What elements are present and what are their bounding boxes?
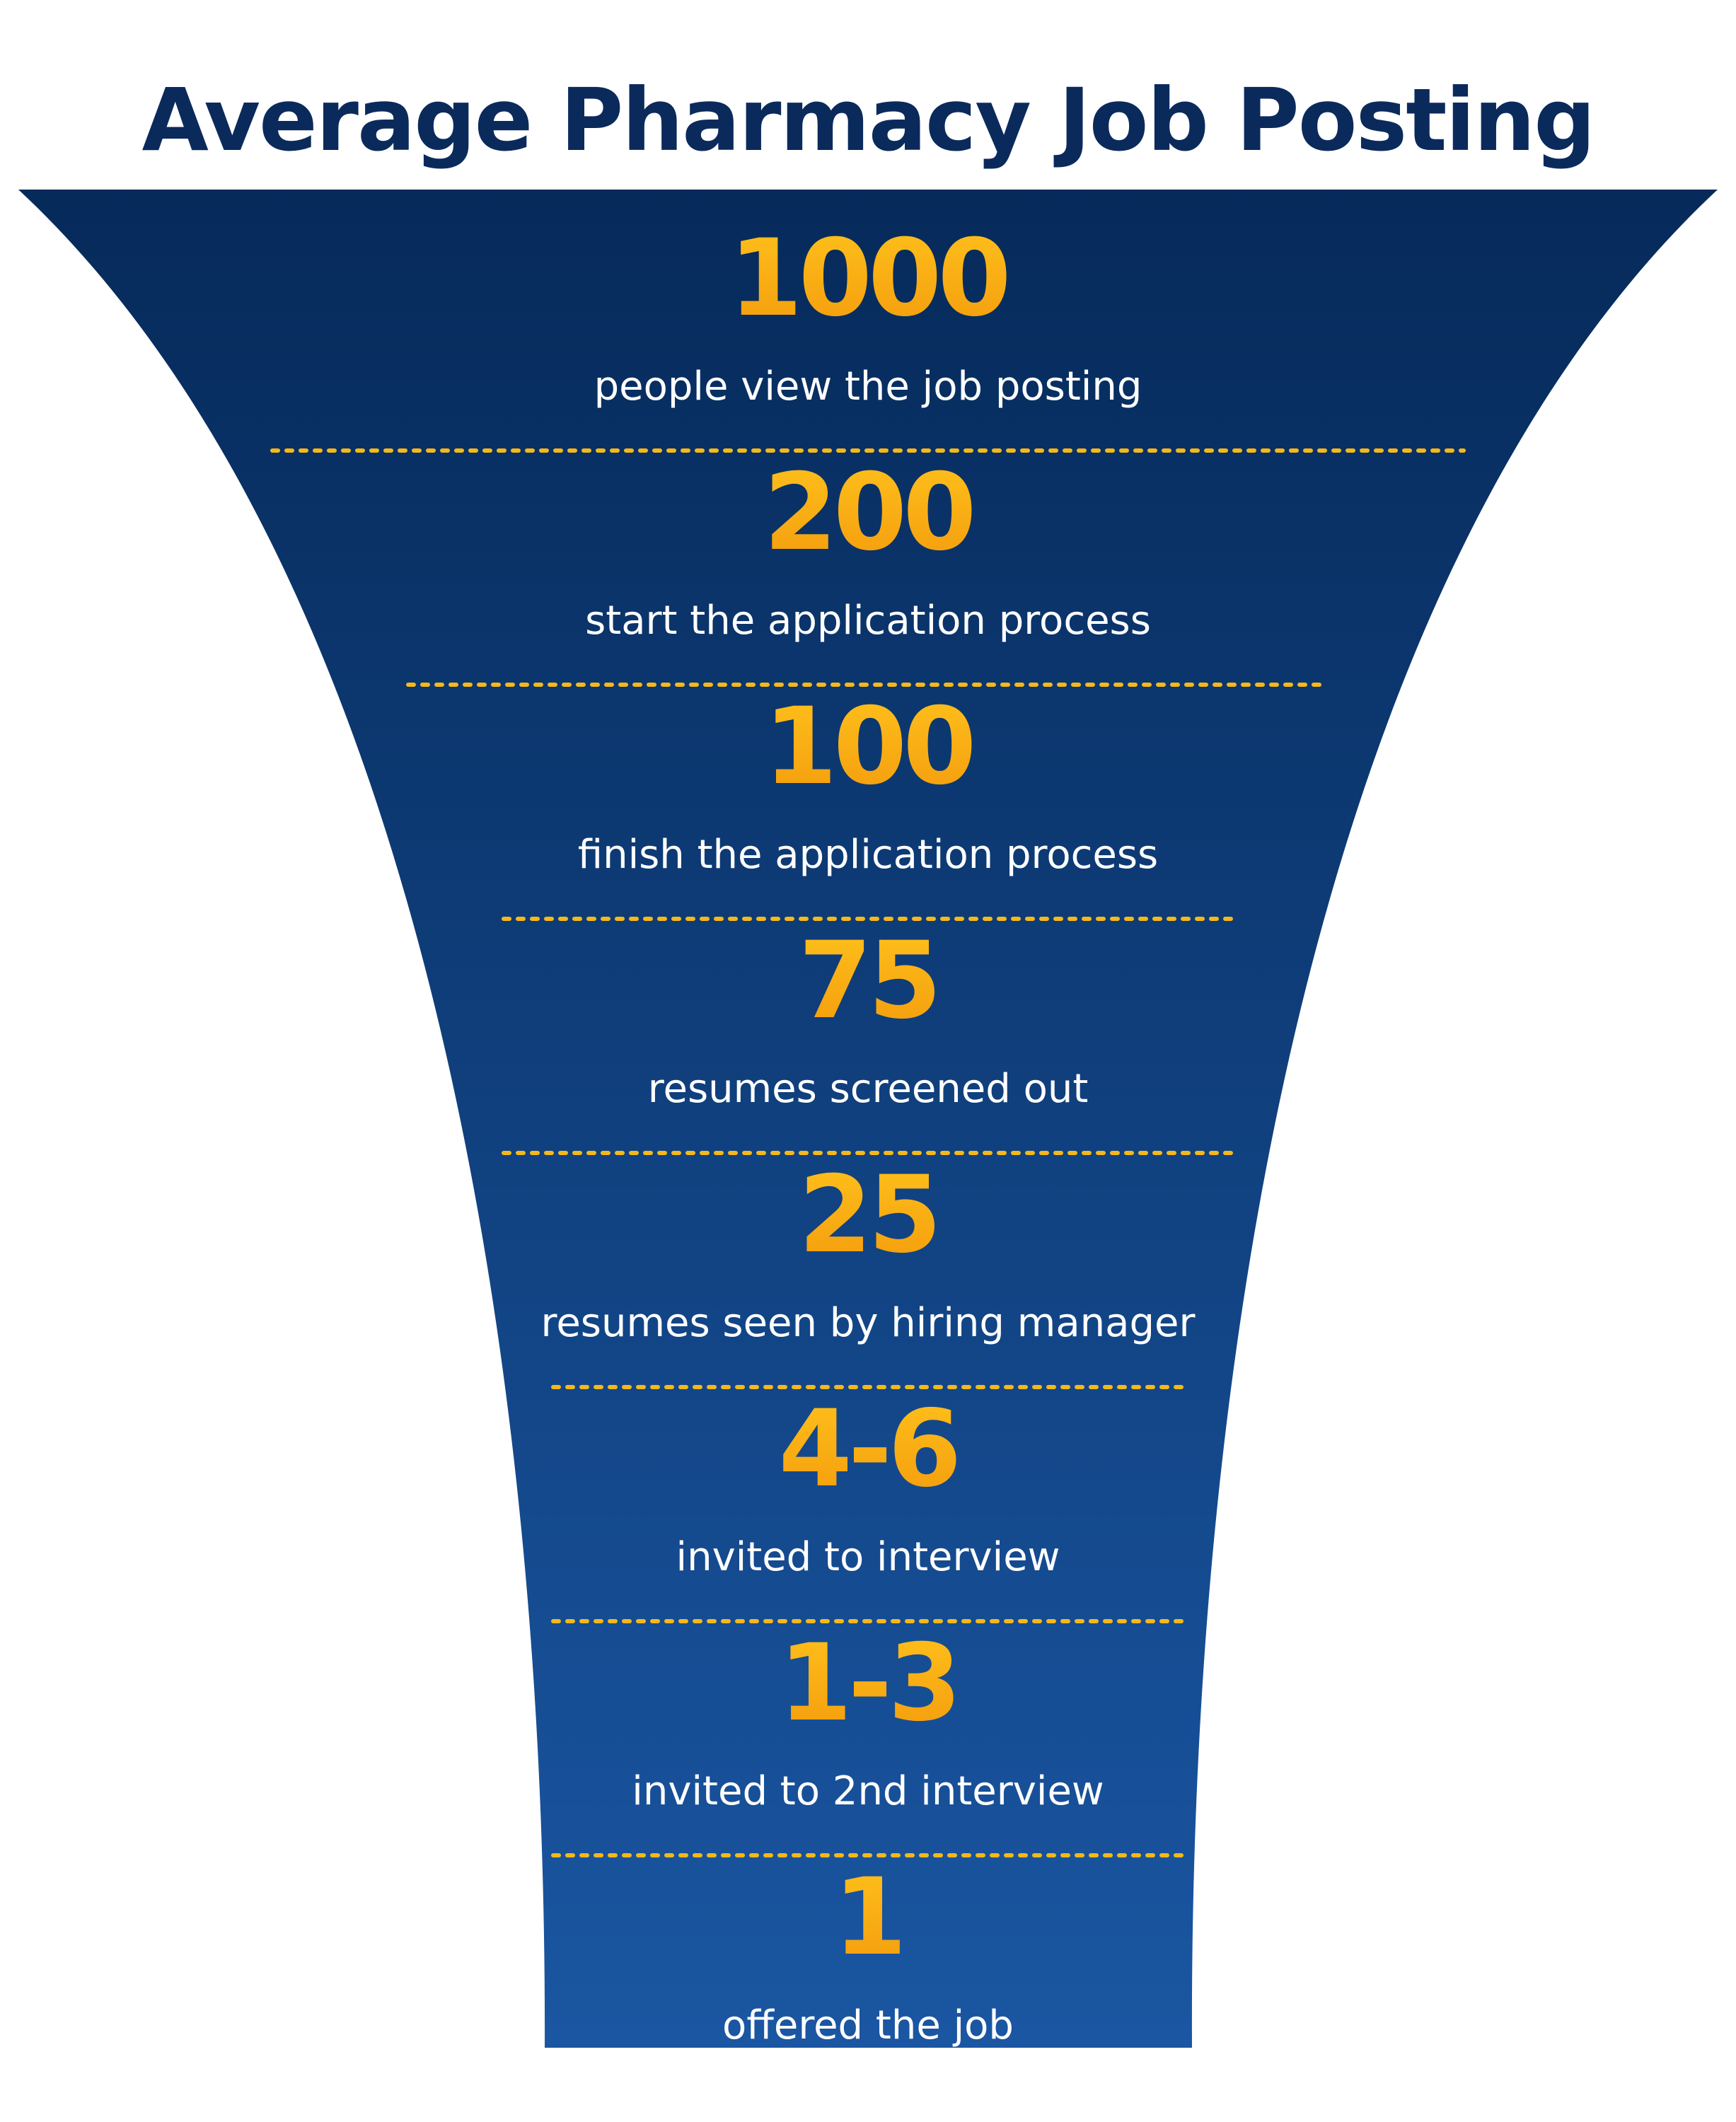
stage-value: 100 [763,685,972,808]
stage-label: start the application process [585,598,1151,644]
funnel-shape [18,190,1718,2048]
stage-dividers [270,448,1466,1857]
stage-value: 1000 [729,217,1007,340]
chart-title: Average Pharmacy Job Posting [141,70,1594,170]
stage-label: invited to interview [676,1534,1060,1580]
stage-value: 1-3 [779,1622,958,1745]
stage-value: 200 [763,451,972,574]
stage-label: resumes screened out [648,1066,1089,1112]
funnel-stages: 1000 people view the job posting 200 start … [541,217,1196,2048]
stage-label: resumes seen by hiring manager [541,1300,1196,1346]
stage-value: 25 [799,1154,938,1277]
stage-value: 75 [799,920,938,1043]
stage-label: finish the application process [578,832,1158,878]
stage-value: 4-6 [779,1388,958,1511]
stage-label: people view the job posting [594,364,1142,410]
stage-label: invited to 2nd interview [632,1768,1104,1814]
stage-label: offered the job [722,2002,1014,2048]
stage-value: 1 [833,1856,903,1979]
